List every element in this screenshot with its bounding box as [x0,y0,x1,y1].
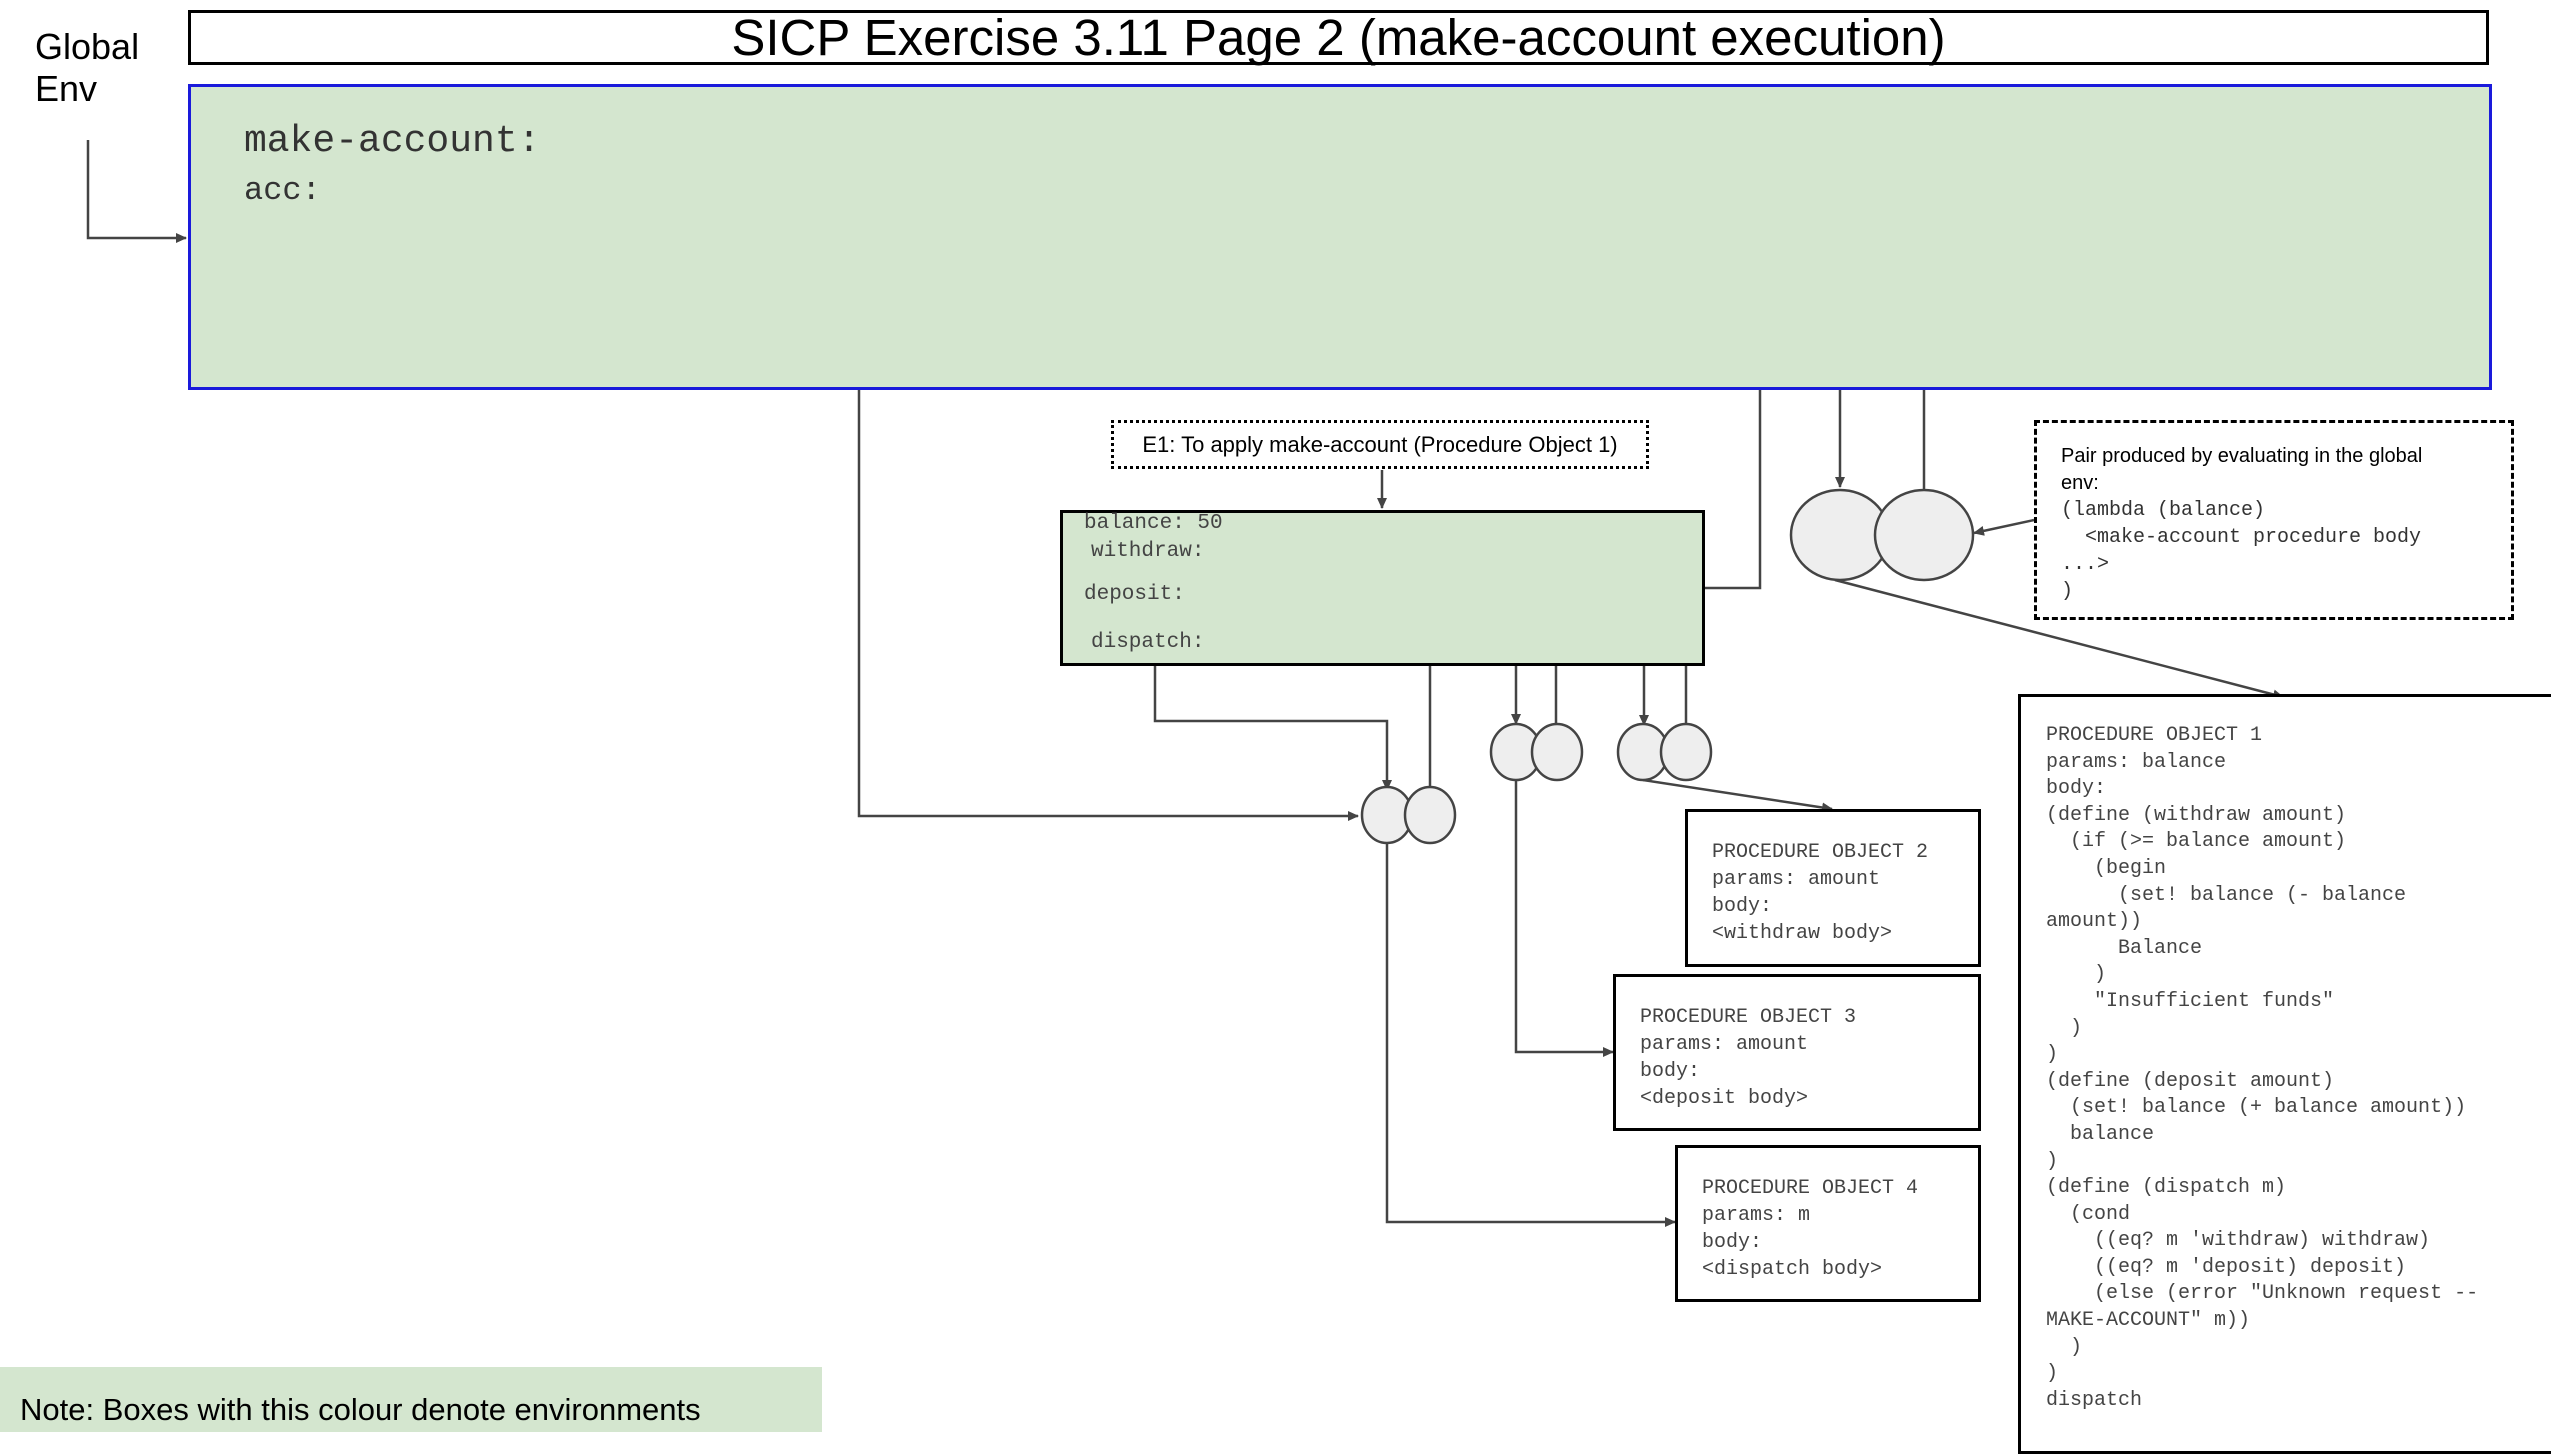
global-var-make-account: make-account: [244,120,541,163]
pair1-code-arrow [1834,578,2284,700]
pair-note-arrow [1973,518,2035,536]
e1-var-dispatch: dispatch: [1091,631,1205,654]
deposit-code-arrow [1514,780,1614,1057]
dispatch-pointer-arrow [1153,656,1392,791]
withdraw-code-arrow [1642,778,1833,813]
global-env-label-arrow [86,140,187,243]
global-env-label: Global Env [35,26,139,110]
diagram-title: SICP Exercise 3.11 Page 2 (make-account … [188,10,2489,65]
global-var-acc: acc: [244,172,321,209]
dispatch-code-arrow [1385,843,1676,1227]
e1-var-deposit: deposit: [1084,583,1185,606]
pair-note-line1: Pair produced by evaluating in the globa… [2061,445,2423,467]
procedure-object-3: PROCEDURE OBJECT 3 params: amount body: … [1613,974,1981,1131]
environment-colour-note: Note: Boxes with this colour denote envi… [0,1367,822,1432]
pair-note-code: (lambda (balance) <make-account procedur… [2061,499,2422,603]
withdraw-pair-right-circle [1659,722,1713,782]
global-env-label-line2: Env [35,68,98,109]
procedure-object-4: PROCEDURE OBJECT 4 params: m body: <disp… [1675,1145,1981,1302]
dispatch-pair-right-circle [1403,785,1457,845]
e1-environment-frame [1060,510,1705,666]
pair-note-box: Pair produced by evaluating in the globa… [2034,420,2514,620]
e1-var-withdraw: withdraw: [1091,540,1205,563]
procedure-object-2: PROCEDURE OBJECT 2 params: amount body: … [1685,809,1981,967]
deposit-pair-right-circle [1530,722,1584,782]
pair1-right-circle [1873,488,1975,582]
procedure-object-1: PROCEDURE OBJECT 1 params: balance body:… [2018,694,2551,1454]
pair-note-line2: env: [2061,472,2099,494]
e1-enclosing-arrow [1705,324,1765,590]
global-environment-frame [188,84,2492,390]
e1-var-balance: balance: 50 [1084,512,1223,535]
global-env-label-line1: Global [35,26,140,67]
e1-label-box: E1: To apply make-account (Procedure Obj… [1111,420,1649,469]
